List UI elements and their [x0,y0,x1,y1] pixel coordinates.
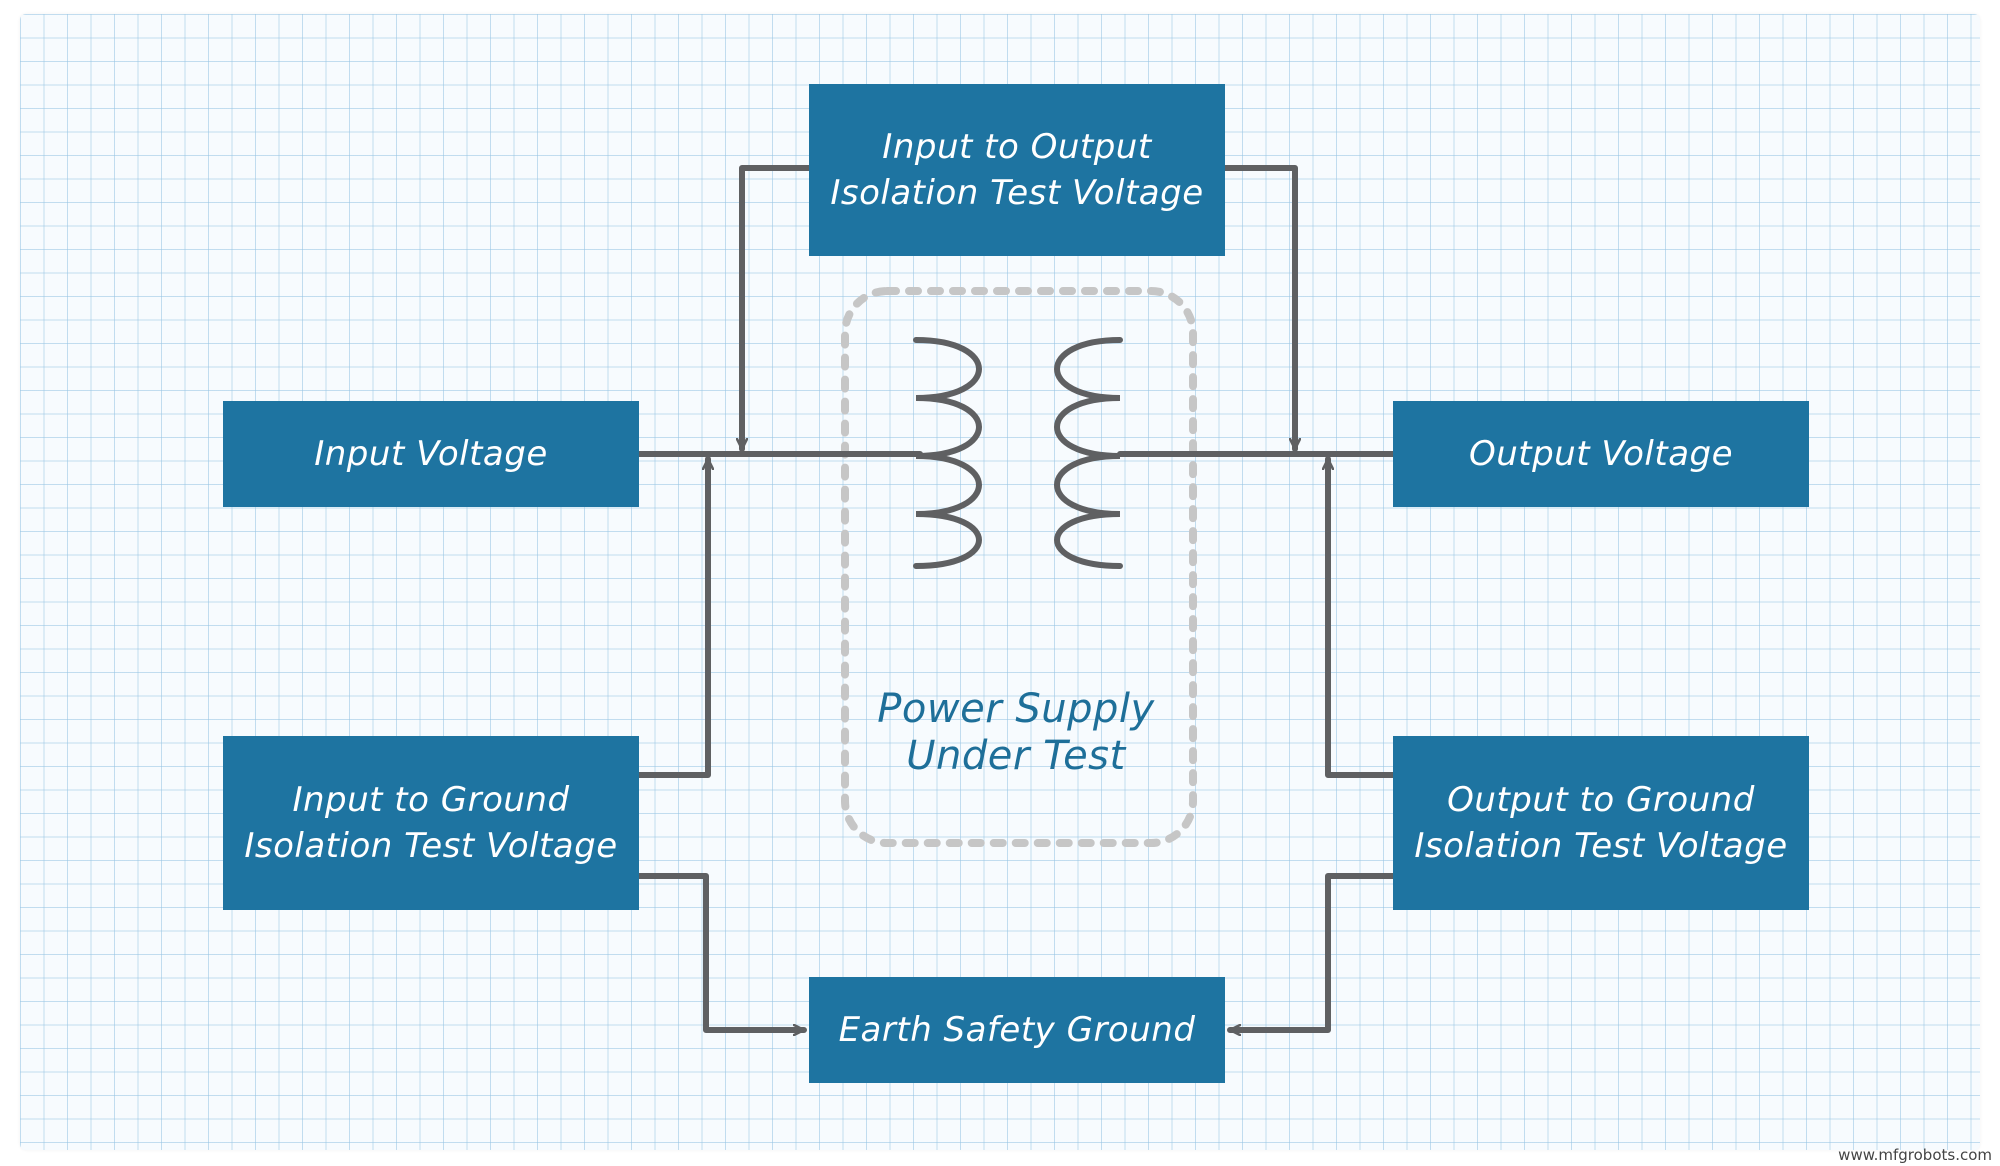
power-supply-label: Power Supply Under Test [877,686,1155,779]
output-voltage-box: Output Voltage [1393,401,1809,507]
wire-input-ground-to-earth [636,873,807,1030]
wire-input-ground-arrow [636,456,708,778]
input-to-output-isolation-box: Input to Output Isolation Test Voltage [809,84,1225,256]
power-supply-outline [841,287,1197,847]
transformer-icon [913,337,1123,569]
input-voltage-box: Input Voltage [223,401,639,507]
earth-safety-ground-box: Earth Safety Ground [809,977,1225,1083]
input-to-ground-isolation-box: Input to Ground Isolation Test Voltage [223,736,639,910]
wire-output-ground-to-earth [1227,873,1396,1030]
wire-top-right-arrow [1222,165,1295,452]
wire-top-left-arrow [742,165,812,452]
output-to-ground-isolation-box: Output to Ground Isolation Test Voltage [1393,736,1809,910]
watermark: www.mfgrobots.com [1838,1146,1992,1164]
wire-output-ground-arrow [1328,456,1396,778]
